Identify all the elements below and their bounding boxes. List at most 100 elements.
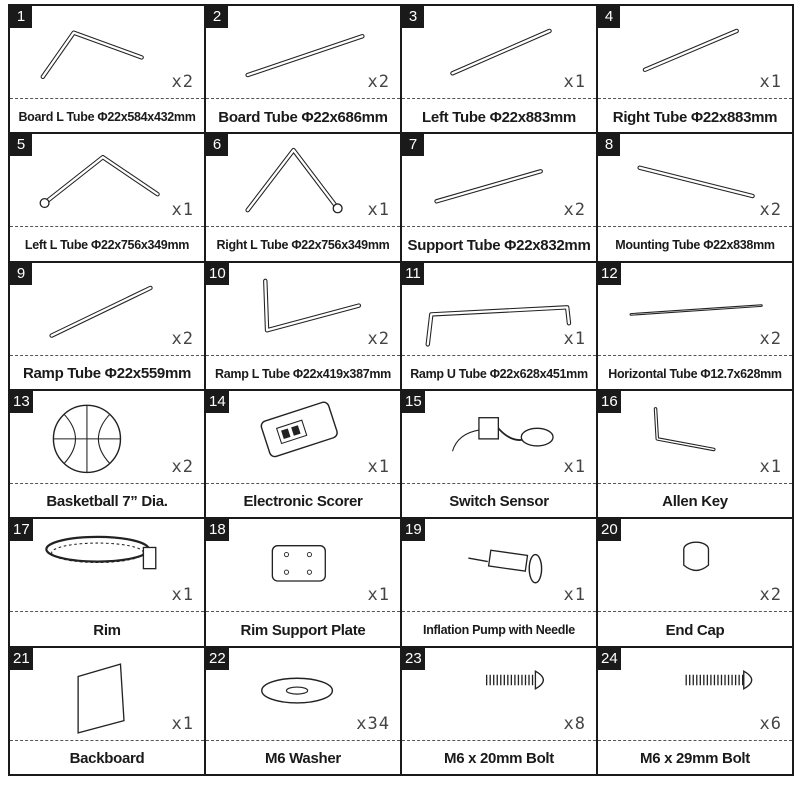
part-quantity: x2 bbox=[171, 328, 194, 349]
part-number: 4 bbox=[598, 6, 620, 28]
basketball-icon bbox=[52, 404, 122, 474]
part-quantity: x2 bbox=[367, 328, 390, 349]
part-quantity: x1 bbox=[367, 200, 390, 221]
part-quantity: x1 bbox=[171, 713, 194, 734]
backboard-icon bbox=[77, 662, 125, 734]
dashed-divider bbox=[402, 611, 596, 613]
part-number: 8 bbox=[598, 134, 620, 157]
part-number: 12 bbox=[598, 262, 621, 285]
rim-icon bbox=[45, 536, 157, 570]
u-tube-icon bbox=[425, 304, 572, 347]
part-number: 6 bbox=[206, 134, 228, 157]
straight-tube-icon bbox=[642, 28, 739, 72]
pump-icon bbox=[468, 549, 543, 584]
part-number: 7 bbox=[402, 134, 424, 157]
plate-icon bbox=[271, 545, 326, 582]
part-quantity: x2 bbox=[759, 200, 782, 221]
dashed-divider bbox=[598, 482, 792, 484]
bolt-icon bbox=[486, 669, 544, 690]
part-number: 10 bbox=[206, 262, 229, 285]
dashed-divider bbox=[402, 739, 596, 741]
l-tube-icon bbox=[40, 30, 144, 80]
dashed-divider bbox=[598, 354, 792, 356]
part-quantity: x2 bbox=[563, 200, 586, 221]
straight-tube-icon bbox=[49, 285, 153, 338]
part-label: Rim bbox=[93, 621, 121, 639]
dashed-divider bbox=[402, 354, 596, 356]
dashed-divider bbox=[10, 98, 204, 99]
part-number: 11 bbox=[402, 262, 424, 285]
part-number: 19 bbox=[402, 519, 425, 542]
l-tube-icon bbox=[263, 278, 362, 333]
part-number: 16 bbox=[598, 390, 621, 413]
end-cap-icon bbox=[683, 541, 710, 572]
part-number: 24 bbox=[598, 647, 621, 670]
part-number: 14 bbox=[206, 390, 229, 413]
part-label: Inflation Pump with Needle bbox=[423, 623, 575, 638]
part-quantity: x1 bbox=[367, 456, 390, 477]
part-label: Electronic Scorer bbox=[243, 493, 363, 511]
part-label: M6 Washer bbox=[265, 750, 341, 768]
part-label: Left L Tube Φ22x756x349mm bbox=[24, 238, 190, 253]
part-label: Right L Tube Φ22x756x349mm bbox=[216, 238, 390, 253]
l-tube-icon bbox=[245, 148, 343, 214]
dashed-divider bbox=[10, 354, 204, 356]
part-number: 9 bbox=[10, 262, 32, 285]
part-number: 3 bbox=[402, 6, 424, 28]
l-tube-icon bbox=[39, 155, 160, 209]
dashed-divider bbox=[402, 482, 596, 484]
part-label: End Cap bbox=[665, 621, 725, 639]
dashed-divider bbox=[598, 739, 792, 741]
part-number: 1 bbox=[10, 6, 32, 28]
dashed-divider bbox=[598, 98, 792, 99]
part-number: 15 bbox=[402, 390, 425, 413]
part-number: 5 bbox=[10, 134, 32, 157]
part-number: 17 bbox=[10, 519, 33, 542]
part-quantity: x8 bbox=[563, 713, 586, 734]
part-label: Board L Tube Φ22x584x432mm bbox=[18, 110, 196, 124]
part-label: Switch Sensor bbox=[449, 493, 549, 511]
part-label: M6 x 20mm Bolt bbox=[444, 750, 554, 768]
straight-tube-icon bbox=[450, 28, 552, 76]
dashed-divider bbox=[10, 611, 204, 613]
part-label: Ramp L Tube Φ22x419x387mm bbox=[215, 366, 391, 381]
dashed-divider bbox=[598, 226, 792, 228]
scorer-icon bbox=[260, 401, 338, 458]
part-label: Mounting Tube Φ22x838mm bbox=[615, 238, 775, 253]
bolt-icon bbox=[685, 669, 753, 690]
dashed-divider bbox=[10, 739, 204, 741]
dashed-divider bbox=[206, 482, 400, 484]
part-label: Horizontal Tube Φ12.7x628mm bbox=[608, 366, 782, 381]
dashed-divider bbox=[206, 226, 400, 228]
part-label: M6 x 29mm Bolt bbox=[640, 750, 750, 768]
part-quantity: x1 bbox=[563, 328, 586, 349]
part-number: 18 bbox=[206, 519, 229, 542]
part-quantity: x1 bbox=[563, 585, 586, 606]
straight-tube-icon bbox=[245, 34, 365, 78]
dashed-divider bbox=[10, 482, 204, 484]
part-number: 13 bbox=[10, 390, 33, 413]
dashed-divider bbox=[206, 739, 400, 741]
washer-icon bbox=[261, 677, 334, 704]
part-quantity: x1 bbox=[759, 456, 782, 477]
part-label: Basketball 7” Dia. bbox=[46, 493, 168, 511]
part-label: Ramp U Tube Φ22x628x451mm bbox=[410, 366, 588, 381]
part-label: Rim Support Plate bbox=[240, 621, 366, 639]
